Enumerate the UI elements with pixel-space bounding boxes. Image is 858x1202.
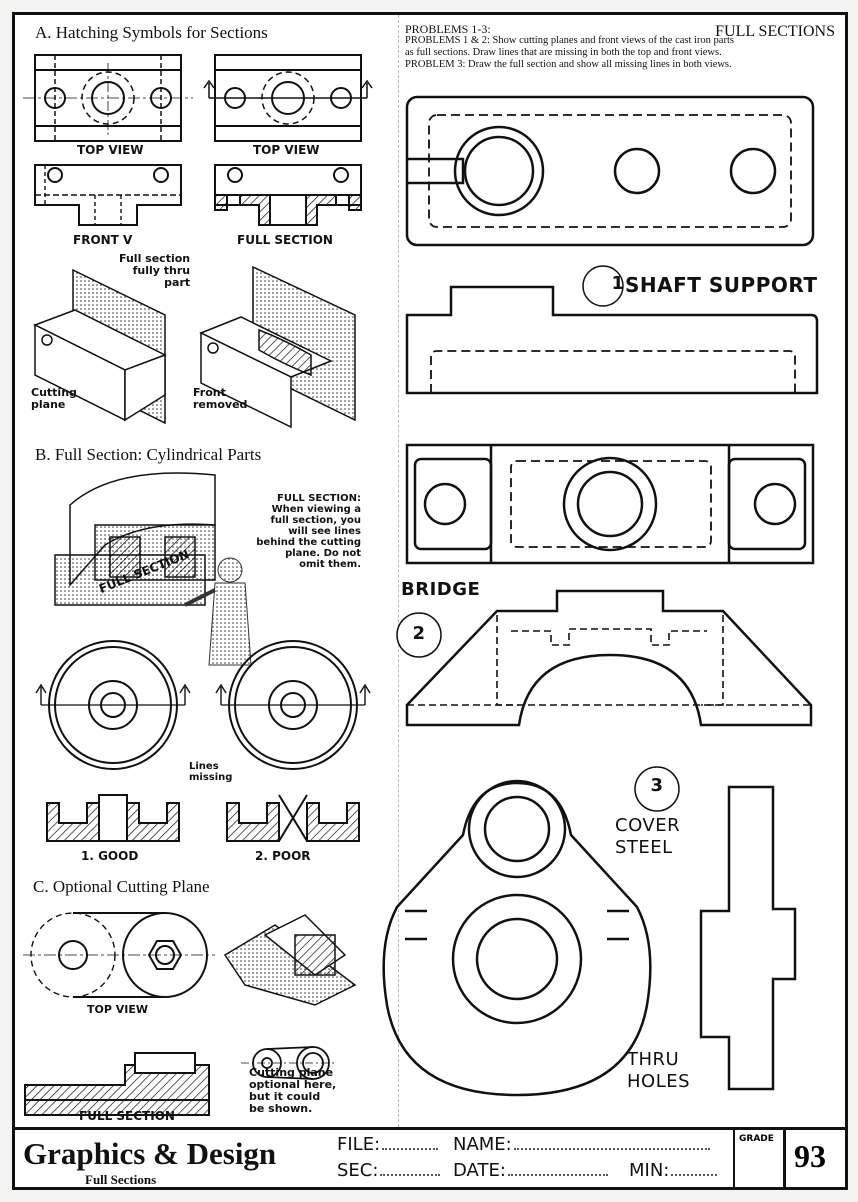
p1-number: 1 bbox=[611, 273, 625, 294]
good-label: 1. GOOD bbox=[81, 849, 139, 863]
front-view-left bbox=[34, 164, 182, 226]
top-view-right bbox=[203, 54, 373, 142]
section-poor bbox=[226, 794, 360, 842]
callout-full-section: Full section fully thru part bbox=[119, 252, 191, 289]
file-field[interactable]: FILE: bbox=[337, 1134, 439, 1155]
problems-title: FULL SECTIONS bbox=[715, 23, 835, 40]
full-section-note: FULL SECTION: When viewing a full sectio… bbox=[256, 493, 361, 570]
iso-front-removed bbox=[199, 265, 356, 429]
optional-top-view bbox=[23, 912, 215, 998]
p2-name: BRIDGE bbox=[401, 579, 481, 600]
front-removed-label: Front removed bbox=[193, 386, 248, 411]
lines-missing-label: Lines missing bbox=[189, 761, 233, 783]
poor-label: 2. POOR bbox=[255, 849, 311, 863]
p3-name-line2: STEEL bbox=[615, 837, 673, 858]
p1-number-circle bbox=[582, 265, 624, 307]
p3-name-line1: COVER bbox=[615, 815, 681, 836]
p2-number-circle bbox=[396, 612, 442, 658]
column-divider bbox=[398, 15, 399, 1127]
front-view-label: FRONT V bbox=[73, 233, 133, 247]
figure-person bbox=[184, 557, 252, 666]
section-b-title: B. Full Section: Cylindrical Parts bbox=[35, 445, 262, 464]
section-b-drawings bbox=[35, 472, 371, 842]
cylinder-top-views bbox=[35, 640, 371, 770]
top-view-label-1: TOP VIEW bbox=[77, 143, 144, 157]
cutting-plane-label: Cutting plane bbox=[31, 386, 77, 411]
p3-top-view bbox=[382, 779, 652, 1097]
full-section-label: FULL SECTION bbox=[237, 233, 333, 247]
p1-name: SHAFT SUPPORT bbox=[625, 273, 818, 297]
p1-top-view bbox=[405, 95, 815, 247]
grade-label: GRADE bbox=[739, 1134, 774, 1144]
p3-note-line1: THRU bbox=[627, 1049, 680, 1070]
p2-front-view bbox=[405, 589, 813, 727]
min-field[interactable]: MIN: bbox=[629, 1160, 718, 1181]
page-number-box: 93 bbox=[783, 1130, 848, 1187]
optional-iso-part bbox=[223, 914, 357, 1006]
section-a-drawings bbox=[23, 54, 373, 429]
optional-small-top-view bbox=[241, 1046, 337, 1080]
title-block-subtitle: Full Sections bbox=[85, 1172, 157, 1187]
page-number: 93 bbox=[794, 1138, 826, 1174]
title-block-title: Graphics & Design bbox=[23, 1136, 277, 1171]
sec-field[interactable]: SEC: bbox=[337, 1160, 441, 1181]
title-block: Graphics & Design Full Sections FILE: NA… bbox=[15, 1127, 845, 1187]
optional-full-section bbox=[24, 1052, 210, 1116]
iso-cylinder-section bbox=[54, 472, 216, 606]
problems-instructions: PROBLEMS 1-3: PROBLEMS 1 & 2: Show cutti… bbox=[405, 22, 734, 70]
section-a-title: A. Hatching Symbols for Sections bbox=[35, 23, 268, 42]
top-view-left bbox=[23, 54, 193, 142]
worksheet: A. Hatching Symbols for Sections bbox=[12, 12, 848, 1190]
section-c-title: C. Optional Cutting Plane bbox=[33, 877, 210, 896]
p2-number: 2 bbox=[412, 623, 426, 644]
name-field[interactable]: NAME: bbox=[453, 1134, 710, 1155]
c-full-section-label: FULL SECTION bbox=[79, 1109, 175, 1123]
grade-box[interactable]: GRADE bbox=[733, 1130, 785, 1187]
section-good bbox=[46, 794, 180, 842]
p3-note-line2: HOLES bbox=[627, 1071, 691, 1092]
p3-number-circle bbox=[634, 766, 680, 812]
problem-drawings bbox=[382, 95, 819, 1097]
section-c-drawings bbox=[23, 912, 357, 1116]
top-view-label-2: TOP VIEW bbox=[253, 143, 320, 157]
iso-cutting-plane bbox=[33, 268, 167, 425]
p1-front-view bbox=[405, 285, 819, 395]
front-view-right bbox=[214, 164, 362, 226]
p2-top-view bbox=[405, 443, 815, 565]
date-field[interactable]: DATE: bbox=[453, 1160, 608, 1181]
c-optional-note: Cutting plane optional here, but it coul… bbox=[249, 1066, 337, 1115]
p3-front-view bbox=[699, 785, 797, 1091]
p3-number: 3 bbox=[650, 775, 664, 796]
c-top-view-label: TOP VIEW bbox=[87, 1003, 148, 1016]
